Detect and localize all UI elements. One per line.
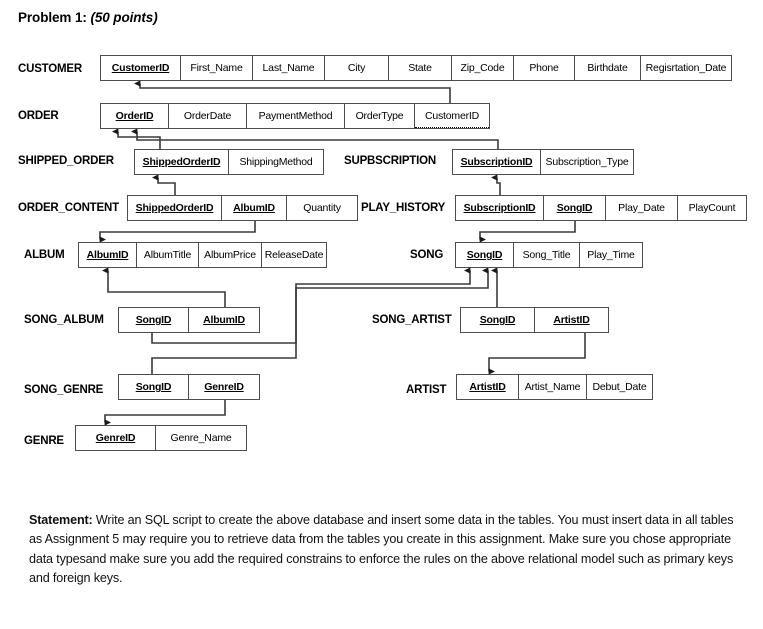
attribute-subscription_type: Subscription_Type [541,150,633,174]
attribute-shippingmethod: ShippingMethod [229,150,323,174]
attribute-songid: SongID [461,308,535,332]
attribute-regisrtation_date: Regisrtation_Date [641,56,731,80]
attribute-play_date: Play_Date [606,196,678,220]
attribute-artistid: ArtistID [535,308,608,332]
attribute-songid: SongID [119,308,189,332]
attribute-genre_name: Genre_Name [156,426,246,450]
entity-label-song_genre: SONG_GENRE [24,384,104,396]
statement-body: Write an SQL script to create the above … [29,512,734,586]
entity-label-customer: CUSTOMER [18,63,82,75]
entity-label-shipped_order: SHIPPED_ORDER [18,155,114,167]
attribute-playcount: PlayCount [678,196,746,220]
entity-label-artist: ARTIST [406,384,447,396]
attribute-songid: SongID [119,375,189,399]
attribute-shippedorderid: ShippedOrderID [128,196,222,220]
attribute-genreid: GenreID [76,426,156,450]
attribute-albumid: AlbumID [189,308,259,332]
entity-label-album: ALBUM [24,249,65,261]
attribute-subscriptionid: SubscriptionID [456,196,544,220]
attribute-paymentmethod: PaymentMethod [247,104,345,128]
attribute-quantity: Quantity [287,196,357,220]
problem-points: (50 points) [90,10,158,25]
attribute-state: State [389,56,452,80]
attribute-customerid: CustomerID [101,56,181,80]
attribute-shippedorderid: ShippedOrderID [135,150,229,174]
entity-label-order: ORDER [18,110,59,122]
attribute-releasedate: ReleaseDate [262,243,326,267]
attribute-city: City [325,56,389,80]
entity-label-genre: GENRE [24,435,64,447]
problem-label: Problem 1: [18,10,87,25]
attribute-subscriptionid: SubscriptionID [453,150,541,174]
attribute-first_name: First_Name [181,56,253,80]
attribute-song_title: Song_Title [514,243,580,267]
attribute-play_time: Play_Time [580,243,642,267]
attribute-songid: SongID [456,243,514,267]
attribute-orderid: OrderID [101,104,169,128]
attribute-albumprice: AlbumPrice [199,243,262,267]
attribute-debut_date: Debut_Date [587,375,652,399]
attribute-artist_name: Artist_Name [519,375,587,399]
entity-label-song_artist: SONG_ARTIST [372,314,452,326]
page-title: Problem 1: (50 points) [18,10,158,25]
attribute-albumid: AlbumID [79,243,137,267]
attribute-ordertype: OrderType [345,104,415,128]
attribute-albumid: AlbumID [222,196,287,220]
entity-label-play_history: PLAY_HISTORY [361,202,446,214]
attribute-albumtitle: AlbumTitle [137,243,199,267]
attribute-birthdate: Birthdate [575,56,641,80]
attribute-last_name: Last_Name [253,56,325,80]
statement-paragraph: Statement: Write an SQL script to create… [29,511,738,589]
attribute-customerid: CustomerID [415,104,489,128]
entity-label-song: SONG [410,249,444,261]
entity-label-supbscription: SUPBSCRIPTION [344,155,436,167]
entity-label-order_content: ORDER_CONTENT [18,202,119,214]
statement-lead: Statement: [29,512,93,527]
attribute-genreid: GenreID [189,375,259,399]
attribute-phone: Phone [514,56,575,80]
attribute-artistid: ArtistID [457,375,519,399]
attribute-orderdate: OrderDate [169,104,247,128]
attribute-songid: SongID [544,196,606,220]
entity-label-song_album: SONG_ALBUM [24,314,104,326]
attribute-zip_code: Zip_Code [452,56,514,80]
